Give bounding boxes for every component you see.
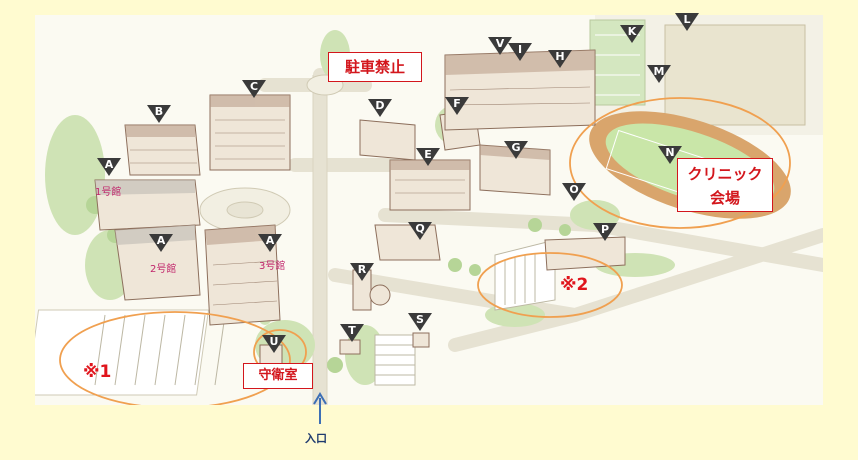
no-parking-notice: 駐車禁止 — [328, 52, 422, 82]
building-marker-m[interactable]: M — [646, 63, 672, 89]
building-marker-f[interactable]: F — [444, 95, 470, 121]
building-marker-h[interactable]: H — [547, 48, 573, 74]
building-marker-a[interactable]: A — [257, 232, 283, 258]
building-marker-q[interactable]: Q — [407, 220, 433, 246]
clinic-venue-line2: 会場 — [709, 189, 740, 207]
building-marker-t[interactable]: T — [339, 322, 365, 348]
clinic-venue-line1: クリニック — [687, 165, 763, 183]
campus-map: A A A B C D E F G H I V — [35, 13, 823, 405]
building-marker-l[interactable]: L — [674, 11, 700, 37]
building-marker-k[interactable]: K — [619, 23, 645, 49]
building-marker-s[interactable]: S — [407, 311, 433, 337]
guard-room-label: 守衛室 — [243, 363, 313, 389]
building-marker-c[interactable]: C — [241, 78, 267, 104]
building-marker-e[interactable]: E — [415, 146, 441, 172]
hall3-label: 3号館 — [259, 261, 286, 272]
building-marker-v[interactable]: V — [487, 35, 513, 61]
entrance-label: 入口 — [305, 432, 327, 445]
clinic-venue-label: クリニック 会場 — [677, 158, 773, 212]
building-marker-u[interactable]: U — [261, 333, 287, 359]
building-marker-o[interactable]: O — [561, 181, 587, 207]
building-marker-d[interactable]: D — [367, 97, 393, 123]
building-marker-i[interactable]: I — [507, 41, 533, 67]
building-marker-a[interactable]: A — [148, 232, 174, 258]
building-marker-g[interactable]: G — [503, 139, 529, 165]
parking-lot-2-mark: ※2 — [560, 275, 589, 295]
hall2-label: 2号館 — [150, 264, 177, 275]
building-marker-r[interactable]: R — [349, 261, 375, 287]
building-marker-n[interactable]: N — [657, 144, 683, 170]
parking-lot-1-mark: ※1 — [83, 362, 112, 382]
hall1-label: 1号館 — [95, 187, 122, 198]
building-marker-b[interactable]: B — [146, 103, 172, 129]
entrance-arrow-icon — [313, 392, 327, 424]
building-marker-p[interactable]: P — [592, 221, 618, 247]
building-marker-a[interactable]: A — [96, 156, 122, 182]
